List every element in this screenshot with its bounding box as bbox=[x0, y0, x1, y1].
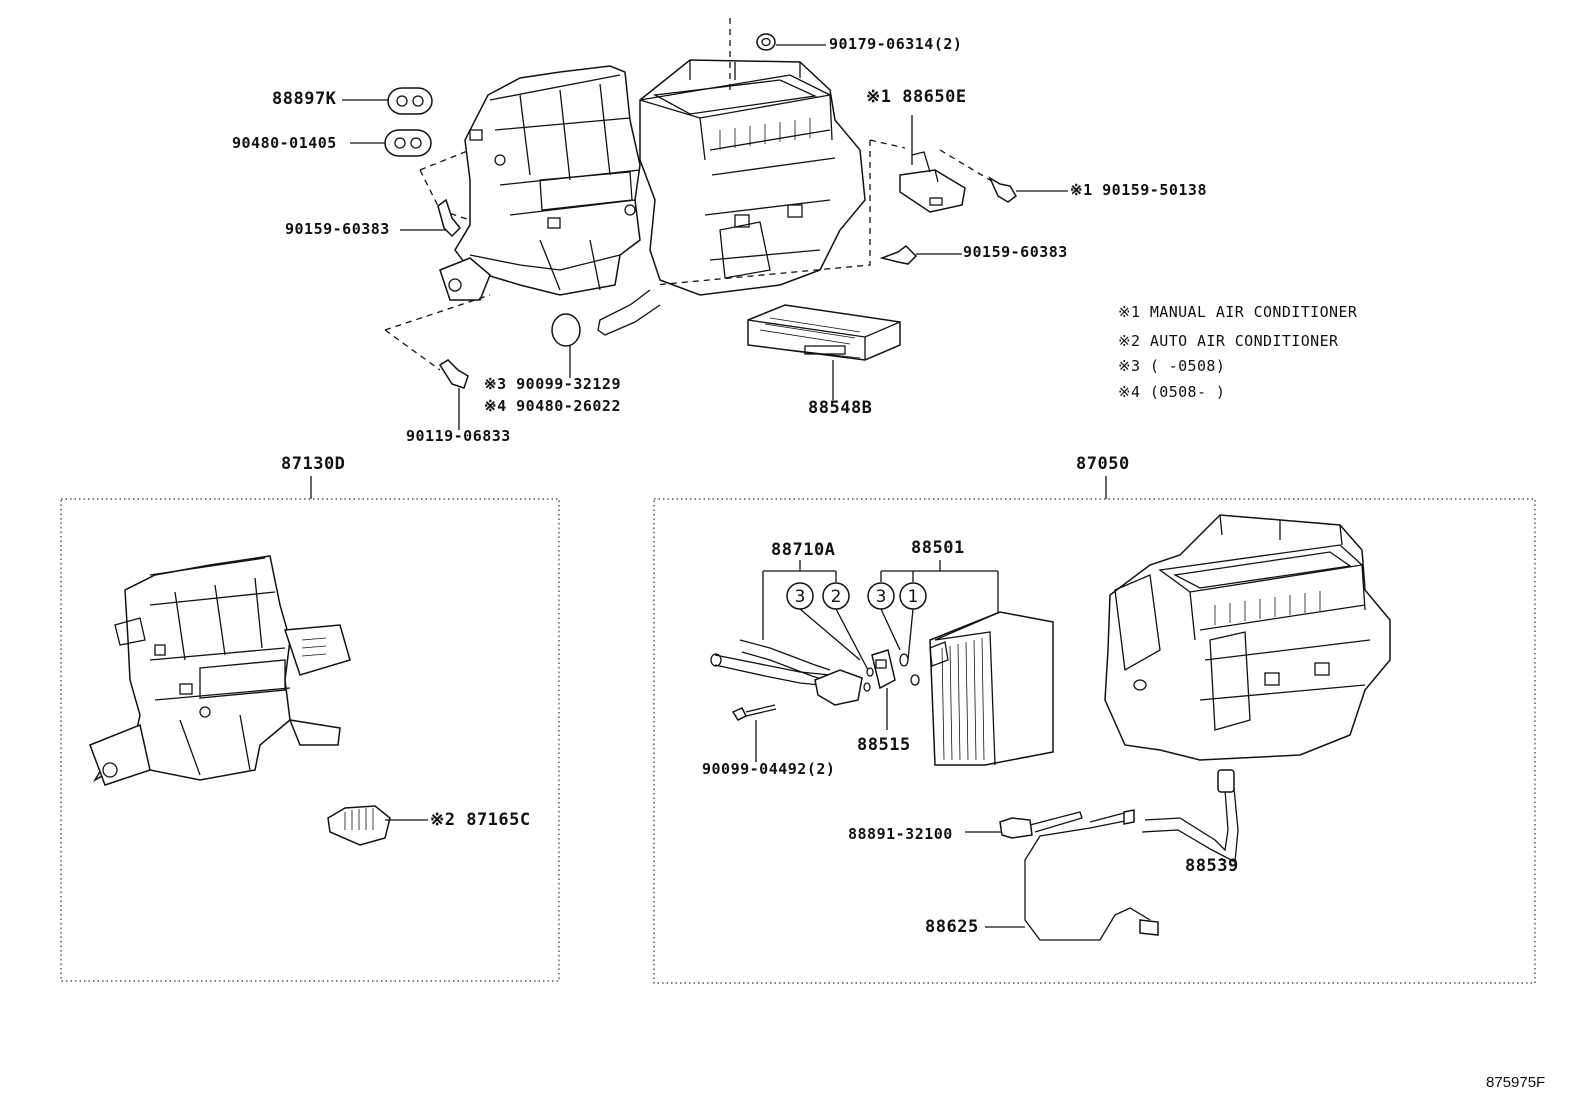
label-screw-90159-left: 90159-60383 bbox=[285, 220, 390, 238]
label-valve-block-88515: 88515 bbox=[857, 735, 911, 755]
label-screw-90159-50138: ※1 90159-50138 bbox=[1070, 181, 1207, 199]
circle-labels: 3 2 3 1 bbox=[786, 582, 927, 610]
label-resistor-87165c: ※2 87165C bbox=[430, 810, 531, 830]
expansion-valve-88710a bbox=[710, 639, 874, 706]
valve-block-88515 bbox=[871, 649, 920, 730]
harness-88625 bbox=[985, 809, 1159, 941]
label-filter-88548b: 88548B bbox=[808, 398, 873, 418]
bolt-90099 bbox=[731, 704, 777, 762]
cap-90099 bbox=[551, 313, 581, 378]
circle-label-2: 2 bbox=[831, 587, 842, 607]
label-screw-90159-right: 90159-60383 bbox=[963, 243, 1068, 261]
label-cap-90480: ※4 90480-26022 bbox=[484, 397, 621, 415]
note-3: ※3 ( -0508) bbox=[1118, 357, 1226, 375]
blower-assy-87130d bbox=[89, 555, 351, 786]
right-box-border bbox=[653, 498, 1536, 984]
note-1: ※1 MANUAL AIR CONDITIONER bbox=[1118, 303, 1358, 321]
label-harness-88625: 88625 bbox=[925, 917, 979, 937]
label-hose-88539: 88539 bbox=[1185, 856, 1239, 876]
left-box-border bbox=[60, 498, 560, 982]
thermistor-88891 bbox=[965, 811, 1083, 839]
screw-90159-left bbox=[400, 198, 462, 238]
note-2: ※2 AUTO AIR CONDITIONER bbox=[1118, 332, 1339, 350]
label-grommet-88897k: 88897K bbox=[272, 89, 337, 109]
screw-90119 bbox=[438, 359, 469, 430]
label-evaporator-88501: 88501 bbox=[911, 538, 965, 558]
filter-88548b bbox=[747, 304, 901, 400]
nut-90179 bbox=[756, 33, 826, 51]
heater-case-top bbox=[597, 59, 866, 336]
label-grommet-90480: 90480-01405 bbox=[232, 134, 337, 152]
note-4: ※4 (0508- ) bbox=[1118, 383, 1226, 401]
right-box-title: 87050 bbox=[1076, 454, 1130, 474]
grommet-88897k bbox=[342, 87, 433, 115]
screw-90159-50138 bbox=[988, 176, 1068, 203]
circle-label-3b: 3 bbox=[876, 587, 887, 607]
label-thermistor-88891: 88891-32100 bbox=[848, 825, 953, 843]
label-cap-90099: ※3 90099-32129 bbox=[484, 375, 621, 393]
resistor-87165c bbox=[327, 805, 428, 846]
evaporator-88501 bbox=[929, 611, 1054, 766]
sensor-88650e bbox=[899, 115, 966, 213]
label-sensor-88650e: ※1 88650E bbox=[866, 87, 967, 107]
screw-90159-right bbox=[879, 245, 962, 265]
label-screw-90119: 90119-06833 bbox=[406, 427, 511, 445]
hose-88539 bbox=[1141, 769, 1239, 864]
diagram-code: 875975F bbox=[1486, 1074, 1546, 1091]
circle-label-1: 1 bbox=[908, 587, 919, 607]
label-valve-88710a: 88710A bbox=[771, 540, 836, 560]
label-bolt-90099: 90099-04492(2) bbox=[702, 760, 836, 778]
left-box-title: 87130D bbox=[281, 454, 346, 474]
circle-label-3a: 3 bbox=[795, 587, 806, 607]
grommet-90480 bbox=[350, 129, 432, 157]
label-nut-90179: 90179-06314(2) bbox=[829, 35, 963, 53]
case-assy-87050 bbox=[1104, 514, 1391, 761]
